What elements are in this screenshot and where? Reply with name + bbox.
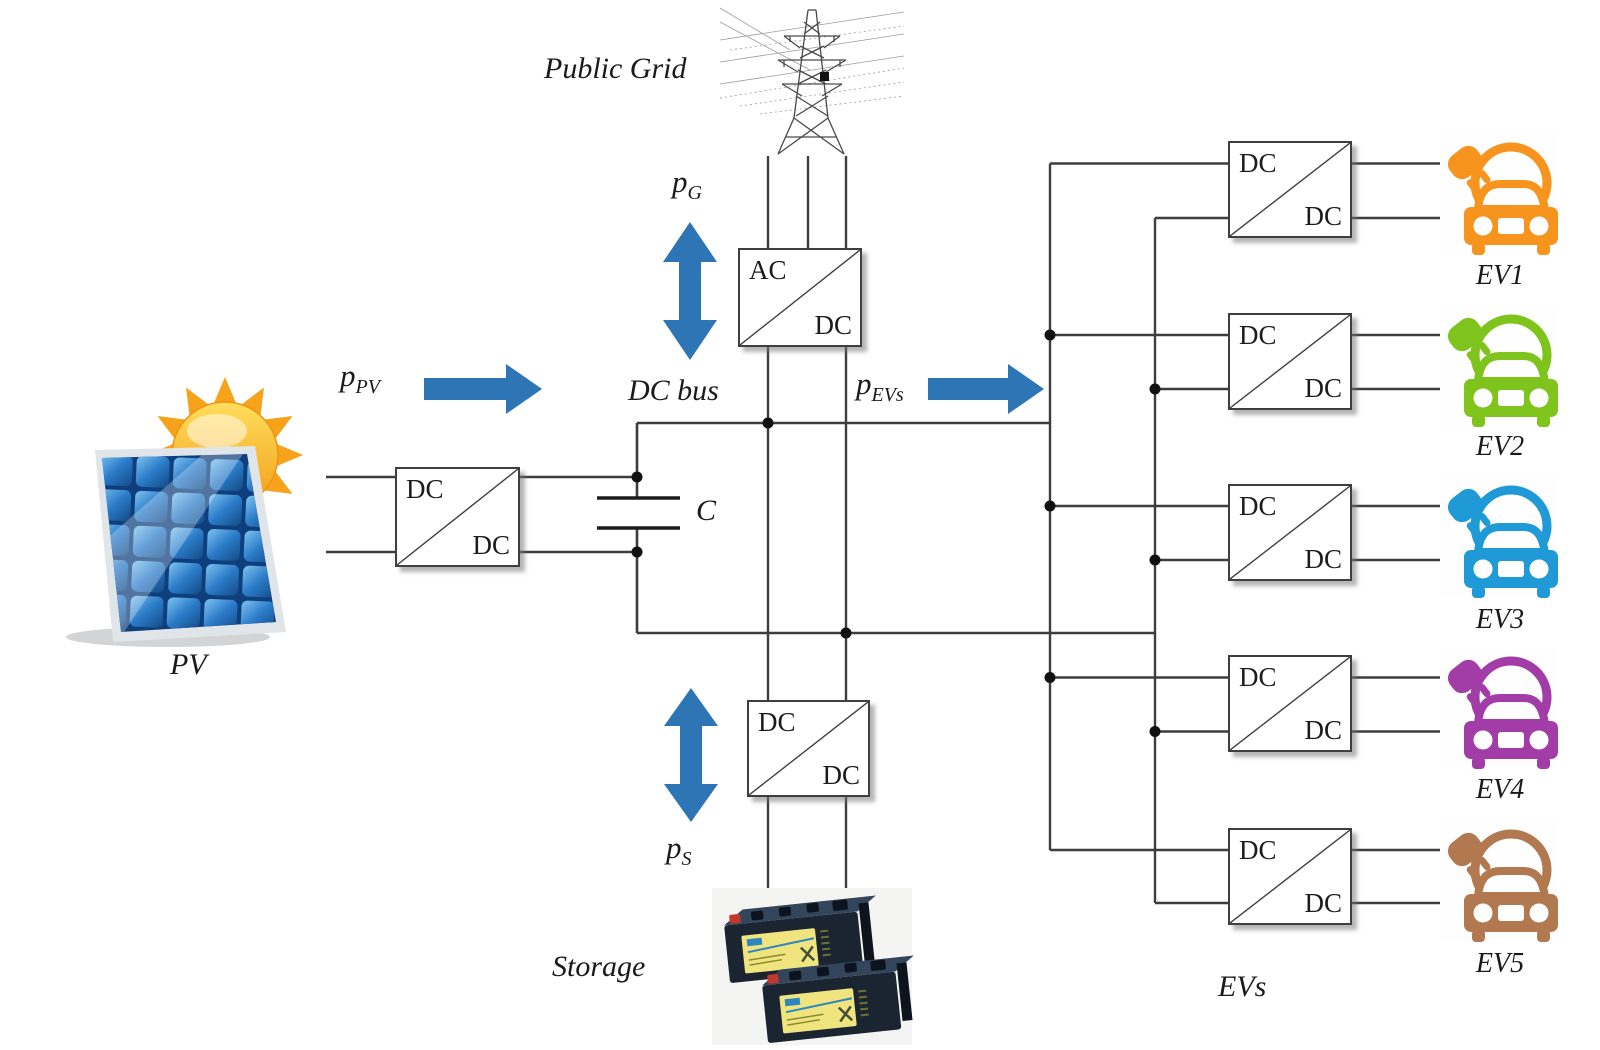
evs-power-arrow	[928, 364, 1044, 414]
public-grid-label: Public Grid	[544, 52, 687, 85]
dc-bus-wires	[635, 421, 1155, 635]
converter-bottom-label: DC	[1304, 544, 1342, 574]
ev1-dcdc-converter: DC DC	[1228, 141, 1352, 238]
capacitor-label: C	[696, 494, 717, 527]
converter-top-label: DC	[758, 707, 796, 737]
converter-bottom-label: DC	[822, 760, 860, 790]
battery-stack-icon	[712, 888, 923, 1045]
ev2-label: EV2	[1475, 431, 1525, 462]
converter-bottom-label: DC	[1304, 373, 1342, 403]
ev2-icon	[1440, 305, 1558, 427]
ev1-label: EV1	[1475, 260, 1525, 291]
ev5-label: EV5	[1475, 948, 1525, 979]
pv-dcdc-converter: DC DC	[395, 467, 520, 567]
converter-bottom-label: DC	[1304, 201, 1342, 231]
converter-top-label: DC	[1239, 662, 1277, 692]
converter-bottom-label: DC	[1304, 888, 1342, 918]
ev1-icon	[1440, 133, 1558, 255]
converter-top-label: DC	[1239, 148, 1277, 178]
converter-top-label: DC	[406, 474, 444, 504]
ev3-dcdc-converter: DC DC	[1228, 484, 1352, 581]
pv-power-label: pPV	[340, 358, 380, 399]
ev5-icon	[1440, 820, 1558, 942]
converter-top-label: DC	[1239, 320, 1277, 350]
ev4-label: EV4	[1475, 774, 1525, 805]
ev3-icon	[1440, 476, 1558, 598]
converter-bottom-label: DC	[814, 310, 852, 340]
storage-power-arrow	[664, 688, 718, 822]
ev5-dcdc-converter: DC DC	[1228, 828, 1352, 925]
grid-acdc-converter: AC DC	[738, 248, 862, 347]
converter-bottom-label: DC	[1304, 715, 1342, 745]
converter-top-label: AC	[749, 255, 787, 285]
storage-dcdc-converter: DC DC	[747, 700, 870, 797]
storage-power-label: pS	[666, 830, 692, 871]
pv-power-arrow	[424, 364, 542, 414]
grid-power-label: pG	[672, 164, 702, 205]
ev3-label: EV3	[1475, 604, 1525, 635]
converter-bottom-label: DC	[472, 530, 510, 560]
converter-top-label: DC	[1239, 835, 1277, 865]
ev2-dcdc-converter: DC DC	[1228, 313, 1352, 410]
storage-wires	[766, 797, 848, 893]
converter-top-label: DC	[1239, 491, 1277, 521]
dc-bus-label: DC bus	[628, 374, 719, 407]
ev4-dcdc-converter: DC DC	[1228, 655, 1352, 752]
junction-dots	[631, 329, 1161, 737]
capacitor-symbol	[597, 496, 680, 530]
pv-label: PV	[170, 648, 207, 681]
solar-panel-with-sun-icon	[58, 370, 326, 648]
evs-power-label: pEVs	[856, 366, 904, 407]
evs-group-label: EVs	[1218, 970, 1267, 1003]
grid-power-arrow	[663, 222, 717, 360]
pv-wires	[318, 475, 637, 554]
ev4-icon	[1440, 647, 1558, 769]
transmission-tower-icon	[719, 6, 905, 156]
storage-label: Storage	[552, 950, 646, 983]
grid-phase-wires	[766, 156, 848, 700]
